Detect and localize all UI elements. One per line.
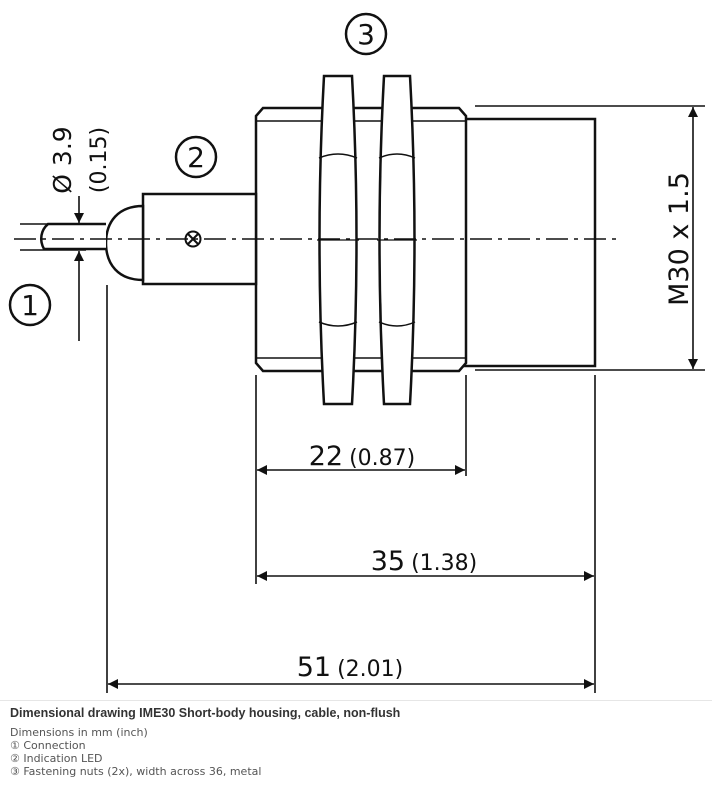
callout-1: 1 [8,283,52,327]
callout-1-label: 1 [21,289,39,322]
caption-title: Dimensional drawing IME30 Short-body hou… [10,706,401,720]
dimensional-drawing: 1 2 3 22(0.87) 35(1.38) 51(2.01) M30 x 1… [8,12,705,693]
caption-units: Dimensions in mm (inch) [10,726,148,739]
caption-item-indication-led: ② Indication LED [10,752,103,765]
dimension-lines [74,107,698,689]
caption: Dimensional drawing IME30 Short-body hou… [10,704,710,778]
housing-rear [461,117,597,368]
dim-22-label: 22(0.87) [309,441,416,472]
cable-diameter-label: Ø 3.9 [48,126,77,193]
callout-2: 2 [174,135,218,179]
cable [39,222,106,251]
caption-separator [0,700,712,701]
cable-diameter-inch-label: (0.15) [87,127,112,193]
callout-3: 3 [344,12,388,56]
callout-3-label: 3 [357,18,375,51]
caption-item-connection: ① Connection [10,739,86,752]
led-dome [104,204,145,282]
fastening-nuts [317,74,417,406]
callout-2-label: 2 [187,141,205,174]
thread-label: M30 x 1.5 [664,172,695,306]
extension-lines [20,105,705,693]
dim-51-label: 51(2.01) [297,652,404,683]
caption-item-fastening-nuts: ③ Fastening nuts (2x), width across 36, … [10,765,262,778]
dim-35-label: 35(1.38) [371,546,478,577]
